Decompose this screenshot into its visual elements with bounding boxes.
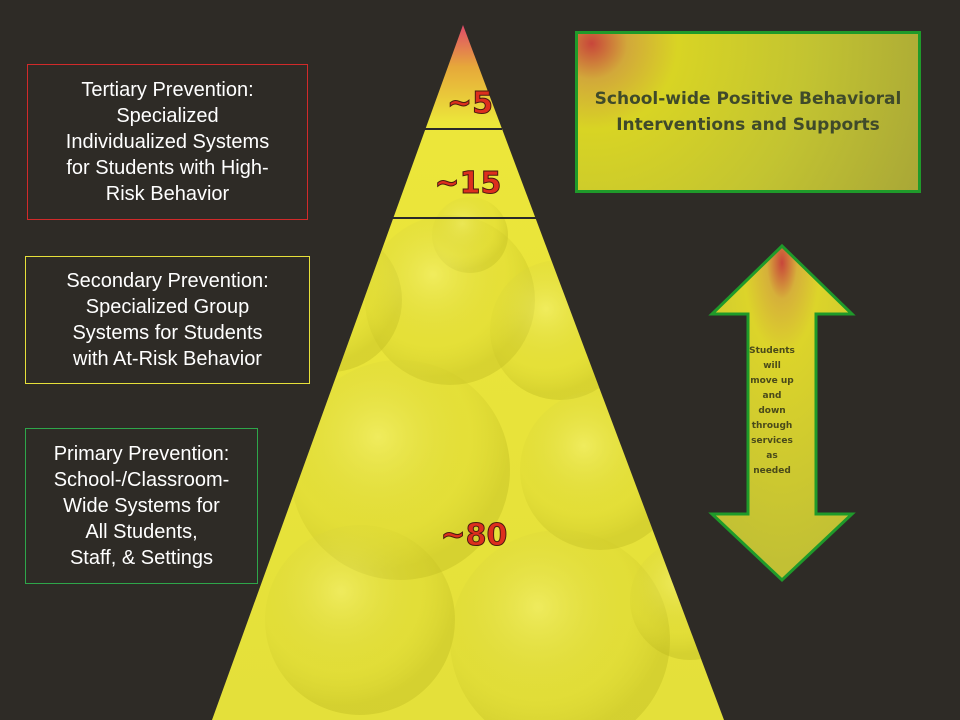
primary-percent-label: ~80: [441, 518, 508, 553]
arrow-label: Students will move up and down through s…: [749, 346, 795, 476]
secondary-percent-label: ~15: [435, 166, 502, 201]
title-box: School-wide Positive Behavioral Interven…: [575, 31, 921, 193]
secondary-prevention-label: Secondary Prevention: Specialized Group …: [66, 270, 269, 370]
up-down-arrow-shape: [708, 243, 856, 583]
tertiary-prevention-box: Tertiary Prevention: Specialized Individ…: [27, 64, 308, 220]
title-text: School-wide Positive Behavioral Interven…: [594, 89, 902, 135]
secondary-prevention-box: Secondary Prevention: Specialized Group …: [25, 256, 310, 384]
tertiary-prevention-label: Tertiary Prevention: Specialized Individ…: [65, 79, 270, 205]
primary-prevention-box: Primary Prevention: School-/Classroom- W…: [25, 428, 258, 584]
primary-prevention-label: Primary Prevention: School-/Classroom- W…: [53, 443, 230, 569]
tertiary-percent-label: ~5: [447, 86, 493, 121]
